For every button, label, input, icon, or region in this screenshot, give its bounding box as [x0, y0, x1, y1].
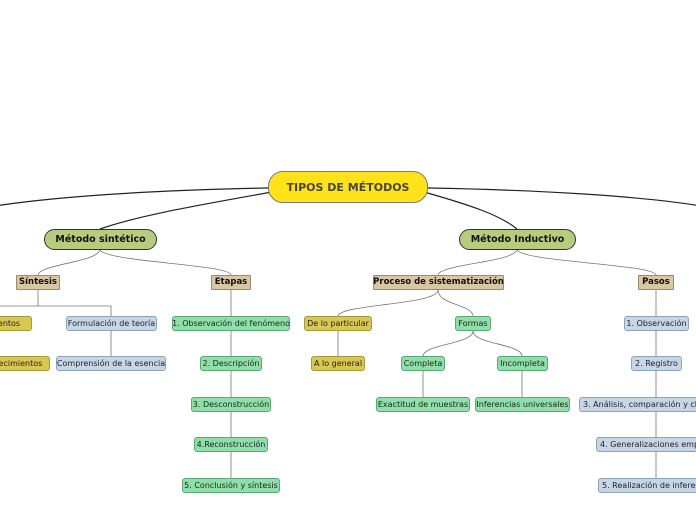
link-formas-incompleta — [472, 330, 523, 357]
node-a-lo-general[interactable]: A lo general — [311, 356, 365, 371]
link-sintetico-etapas — [99, 248, 232, 276]
link-inductivo-pasos — [516, 248, 657, 276]
node-etapa-5[interactable]: 5. Conclusión y síntesis — [182, 478, 280, 493]
node-acontecimientos[interactable]: Acontecimientos — [0, 356, 50, 371]
node-etapa-3[interactable]: 3. Desconstrucción — [191, 397, 271, 412]
category-etapas[interactable]: Etapas — [211, 275, 251, 290]
node-paso-5[interactable]: 5. Realización de inferencias — [598, 478, 696, 493]
node-etapa-4[interactable]: 4.Reconstrucción — [194, 437, 268, 452]
branch-metodo-inductivo[interactable]: Método Inductivo — [459, 229, 576, 250]
link-sintetico-sintesis — [37, 248, 101, 276]
link-root-left — [0, 187, 269, 206]
root-node[interactable]: TIPOS DE MÉTODOS — [268, 171, 428, 203]
link-proceso-formas — [437, 289, 474, 317]
node-formulacion-teoria[interactable]: Formulación de teoría — [66, 316, 157, 331]
link-formas-completa — [422, 330, 474, 357]
node-paso-3[interactable]: 3. Análisis, comparación y clasificación — [579, 397, 696, 412]
node-incompleta[interactable]: Incompleta — [497, 356, 548, 371]
node-inferencias-universales[interactable]: Inferencias universales — [475, 397, 570, 412]
node-elementos[interactable]: Elementos — [0, 316, 32, 331]
node-completa[interactable]: Completa — [401, 356, 445, 371]
category-sintesis[interactable]: Síntesis — [16, 275, 60, 290]
node-de-lo-particular[interactable]: De lo particular — [304, 316, 372, 331]
branch-metodo-sintetico[interactable]: Método sintético — [44, 229, 157, 250]
link-root-inductivo — [423, 191, 518, 230]
node-exactitud-muestras[interactable]: Exactitud de muestras — [376, 397, 470, 412]
category-pasos[interactable]: Pasos — [638, 275, 674, 290]
link-root-sintetico — [99, 191, 273, 230]
link-inductivo-proceso — [437, 248, 518, 276]
node-etapa-2[interactable]: 2. Descripción — [200, 356, 262, 371]
node-etapa-1[interactable]: 1. Observación del fenómeno — [172, 316, 290, 331]
link-root-right — [427, 187, 696, 206]
link-sintesis-children — [0, 305, 112, 316]
node-formas[interactable]: Formas — [455, 316, 491, 331]
node-comprension-esencia[interactable]: Comprensión de la esencia — [56, 356, 166, 371]
node-paso-1[interactable]: 1. Observación — [624, 316, 689, 331]
node-paso-4[interactable]: 4. Generalizaciones empíricas — [596, 437, 696, 452]
link-proceso-particular — [337, 289, 439, 317]
category-proceso-sistematizacion[interactable]: Proceso de sistematización — [373, 275, 504, 290]
node-paso-2[interactable]: 2. Registro — [631, 356, 682, 371]
